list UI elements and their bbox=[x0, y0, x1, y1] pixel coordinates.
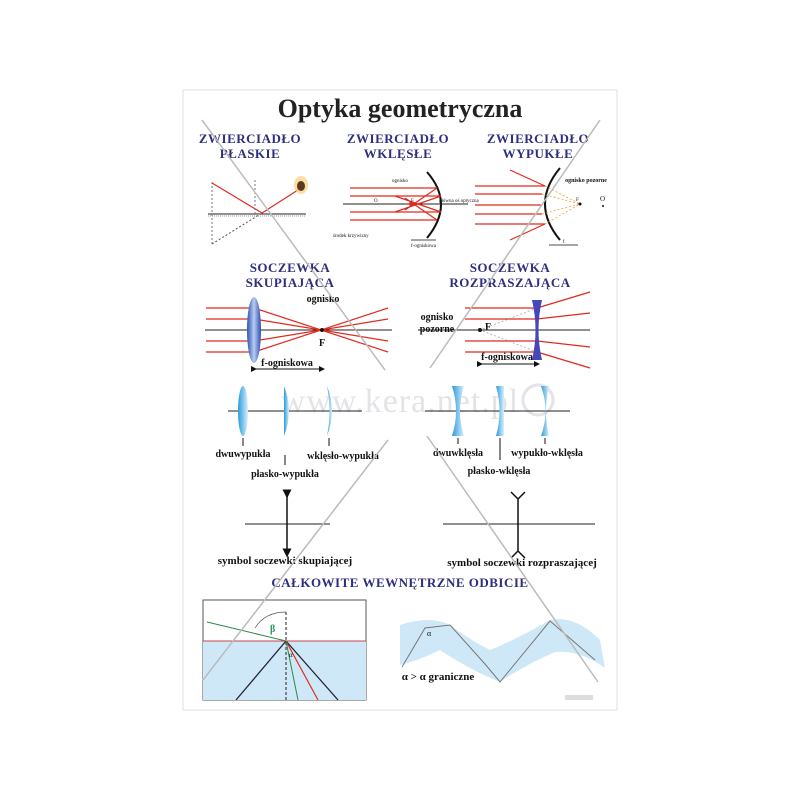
svg-text:pozorne: pozorne bbox=[420, 324, 455, 335]
svg-text:F: F bbox=[411, 199, 414, 204]
svg-text:symbol soczewki skupiającej: symbol soczewki skupiającej bbox=[218, 555, 352, 567]
tir-waveguide-diagram: α α > α graniczne bbox=[400, 619, 605, 683]
tir-condition: α > α graniczne bbox=[402, 671, 475, 683]
convex-mirror-diagram: ognisko pozorne F O f bbox=[475, 167, 607, 246]
svg-text:środek krzywizny: środek krzywizny bbox=[333, 234, 369, 239]
label-plano-convex: płasko-wypukła bbox=[251, 469, 319, 480]
lens-types-converging: dwuwypukła wklęsło-wypukła płasko-wypukł… bbox=[215, 386, 379, 480]
watermark-logo-icon bbox=[521, 383, 555, 417]
svg-text:SKUPIAJĄCA: SKUPIAJĄCA bbox=[246, 275, 335, 290]
tir-refraction-diagram: β α bbox=[202, 599, 367, 701]
svg-text:SOCZEWKA: SOCZEWKA bbox=[250, 260, 331, 275]
svg-text:PŁASKIE: PŁASKIE bbox=[220, 146, 281, 161]
svg-text:ZWIERCIADŁO: ZWIERCIADŁO bbox=[199, 131, 301, 146]
diverging-lens-symbol: symbol soczewki rozpraszającej bbox=[443, 491, 597, 569]
svg-text:f-ogniskowa: f-ogniskowa bbox=[411, 244, 437, 249]
svg-text:ognisko: ognisko bbox=[421, 312, 454, 323]
converging-lens-symbol: symbol soczewki skupiającej bbox=[218, 489, 352, 567]
plane-mirror-diagram bbox=[208, 176, 308, 245]
svg-text:ZWIERCIADŁO: ZWIERCIADŁO bbox=[487, 131, 589, 146]
svg-text:ROZPRASZAJĄCA: ROZPRASZAJĄCA bbox=[449, 275, 570, 290]
svg-text:symbol soczewki rozpraszającej: symbol soczewki rozpraszającej bbox=[447, 557, 596, 569]
diverging-lens-diagram: ognisko pozorne F f-ogniskowa bbox=[418, 291, 591, 369]
svg-text:F: F bbox=[319, 338, 325, 349]
svg-text:WYPUKŁE: WYPUKŁE bbox=[503, 146, 574, 161]
svg-text:f-ogniskowa: f-ogniskowa bbox=[481, 352, 533, 363]
label-plano-concave: płasko-wklęsła bbox=[468, 466, 531, 477]
converging-lens-diagram: ognisko F f-ogniskowa bbox=[205, 294, 392, 372]
svg-text:O: O bbox=[374, 199, 378, 204]
tir-heading: CAŁKOWITE WEWNĘTRZNE ODBICIE bbox=[271, 575, 528, 590]
publisher-logo bbox=[565, 695, 593, 700]
label-biconvex: dwuwypukła bbox=[215, 449, 270, 460]
svg-text:F: F bbox=[485, 322, 491, 333]
diverging-lens-heading: SOCZEWKA ROZPRASZAJĄCA bbox=[449, 260, 570, 290]
concave-mirror-diagram: ognisko O F główna oś optyczna środek kr… bbox=[333, 171, 479, 249]
svg-text:ognisko: ognisko bbox=[392, 179, 408, 184]
label-convex-concave: wypukło-wklęsła bbox=[511, 448, 583, 459]
svg-text:F: F bbox=[576, 198, 579, 203]
convex-mirror-heading: ZWIERCIADŁO WYPUKŁE bbox=[487, 131, 589, 161]
svg-text:WKLĘSŁE: WKLĘSŁE bbox=[364, 146, 433, 161]
svg-text:ZWIERCIADŁO: ZWIERCIADŁO bbox=[347, 131, 449, 146]
svg-text:β: β bbox=[270, 624, 275, 635]
plane-mirror-heading: ZWIERCIADŁO PŁASKIE bbox=[199, 131, 301, 161]
poster-title: Optyka geometryczna bbox=[278, 94, 523, 123]
concave-mirror-heading: ZWIERCIADŁO WKLĘSŁE bbox=[347, 131, 449, 161]
svg-text:ognisko pozorne: ognisko pozorne bbox=[565, 178, 607, 184]
svg-text:ognisko: ognisko bbox=[307, 294, 340, 305]
svg-text:SOCZEWKA: SOCZEWKA bbox=[470, 260, 551, 275]
svg-text:f-ogniskowa: f-ogniskowa bbox=[261, 358, 313, 369]
svg-text:α: α bbox=[427, 629, 432, 638]
lens-types-diverging: dwuwklęsła wypukło-wklęsła płasko-wklęsł… bbox=[425, 386, 583, 477]
decorative-diagonal-lines bbox=[201, 119, 601, 683]
svg-text:O: O bbox=[600, 195, 605, 203]
label-concave-convex: wklęsło-wypukła bbox=[307, 451, 379, 462]
svg-text:α: α bbox=[289, 651, 293, 659]
svg-text:f: f bbox=[563, 240, 565, 245]
svg-text:główna oś optyczna: główna oś optyczna bbox=[439, 199, 479, 204]
watermark: www.kera.net.pl bbox=[281, 383, 519, 420]
converging-lens-heading: SOCZEWKA SKUPIAJĄCA bbox=[246, 260, 335, 290]
label-biconcave: dwuwklęsła bbox=[433, 448, 483, 459]
